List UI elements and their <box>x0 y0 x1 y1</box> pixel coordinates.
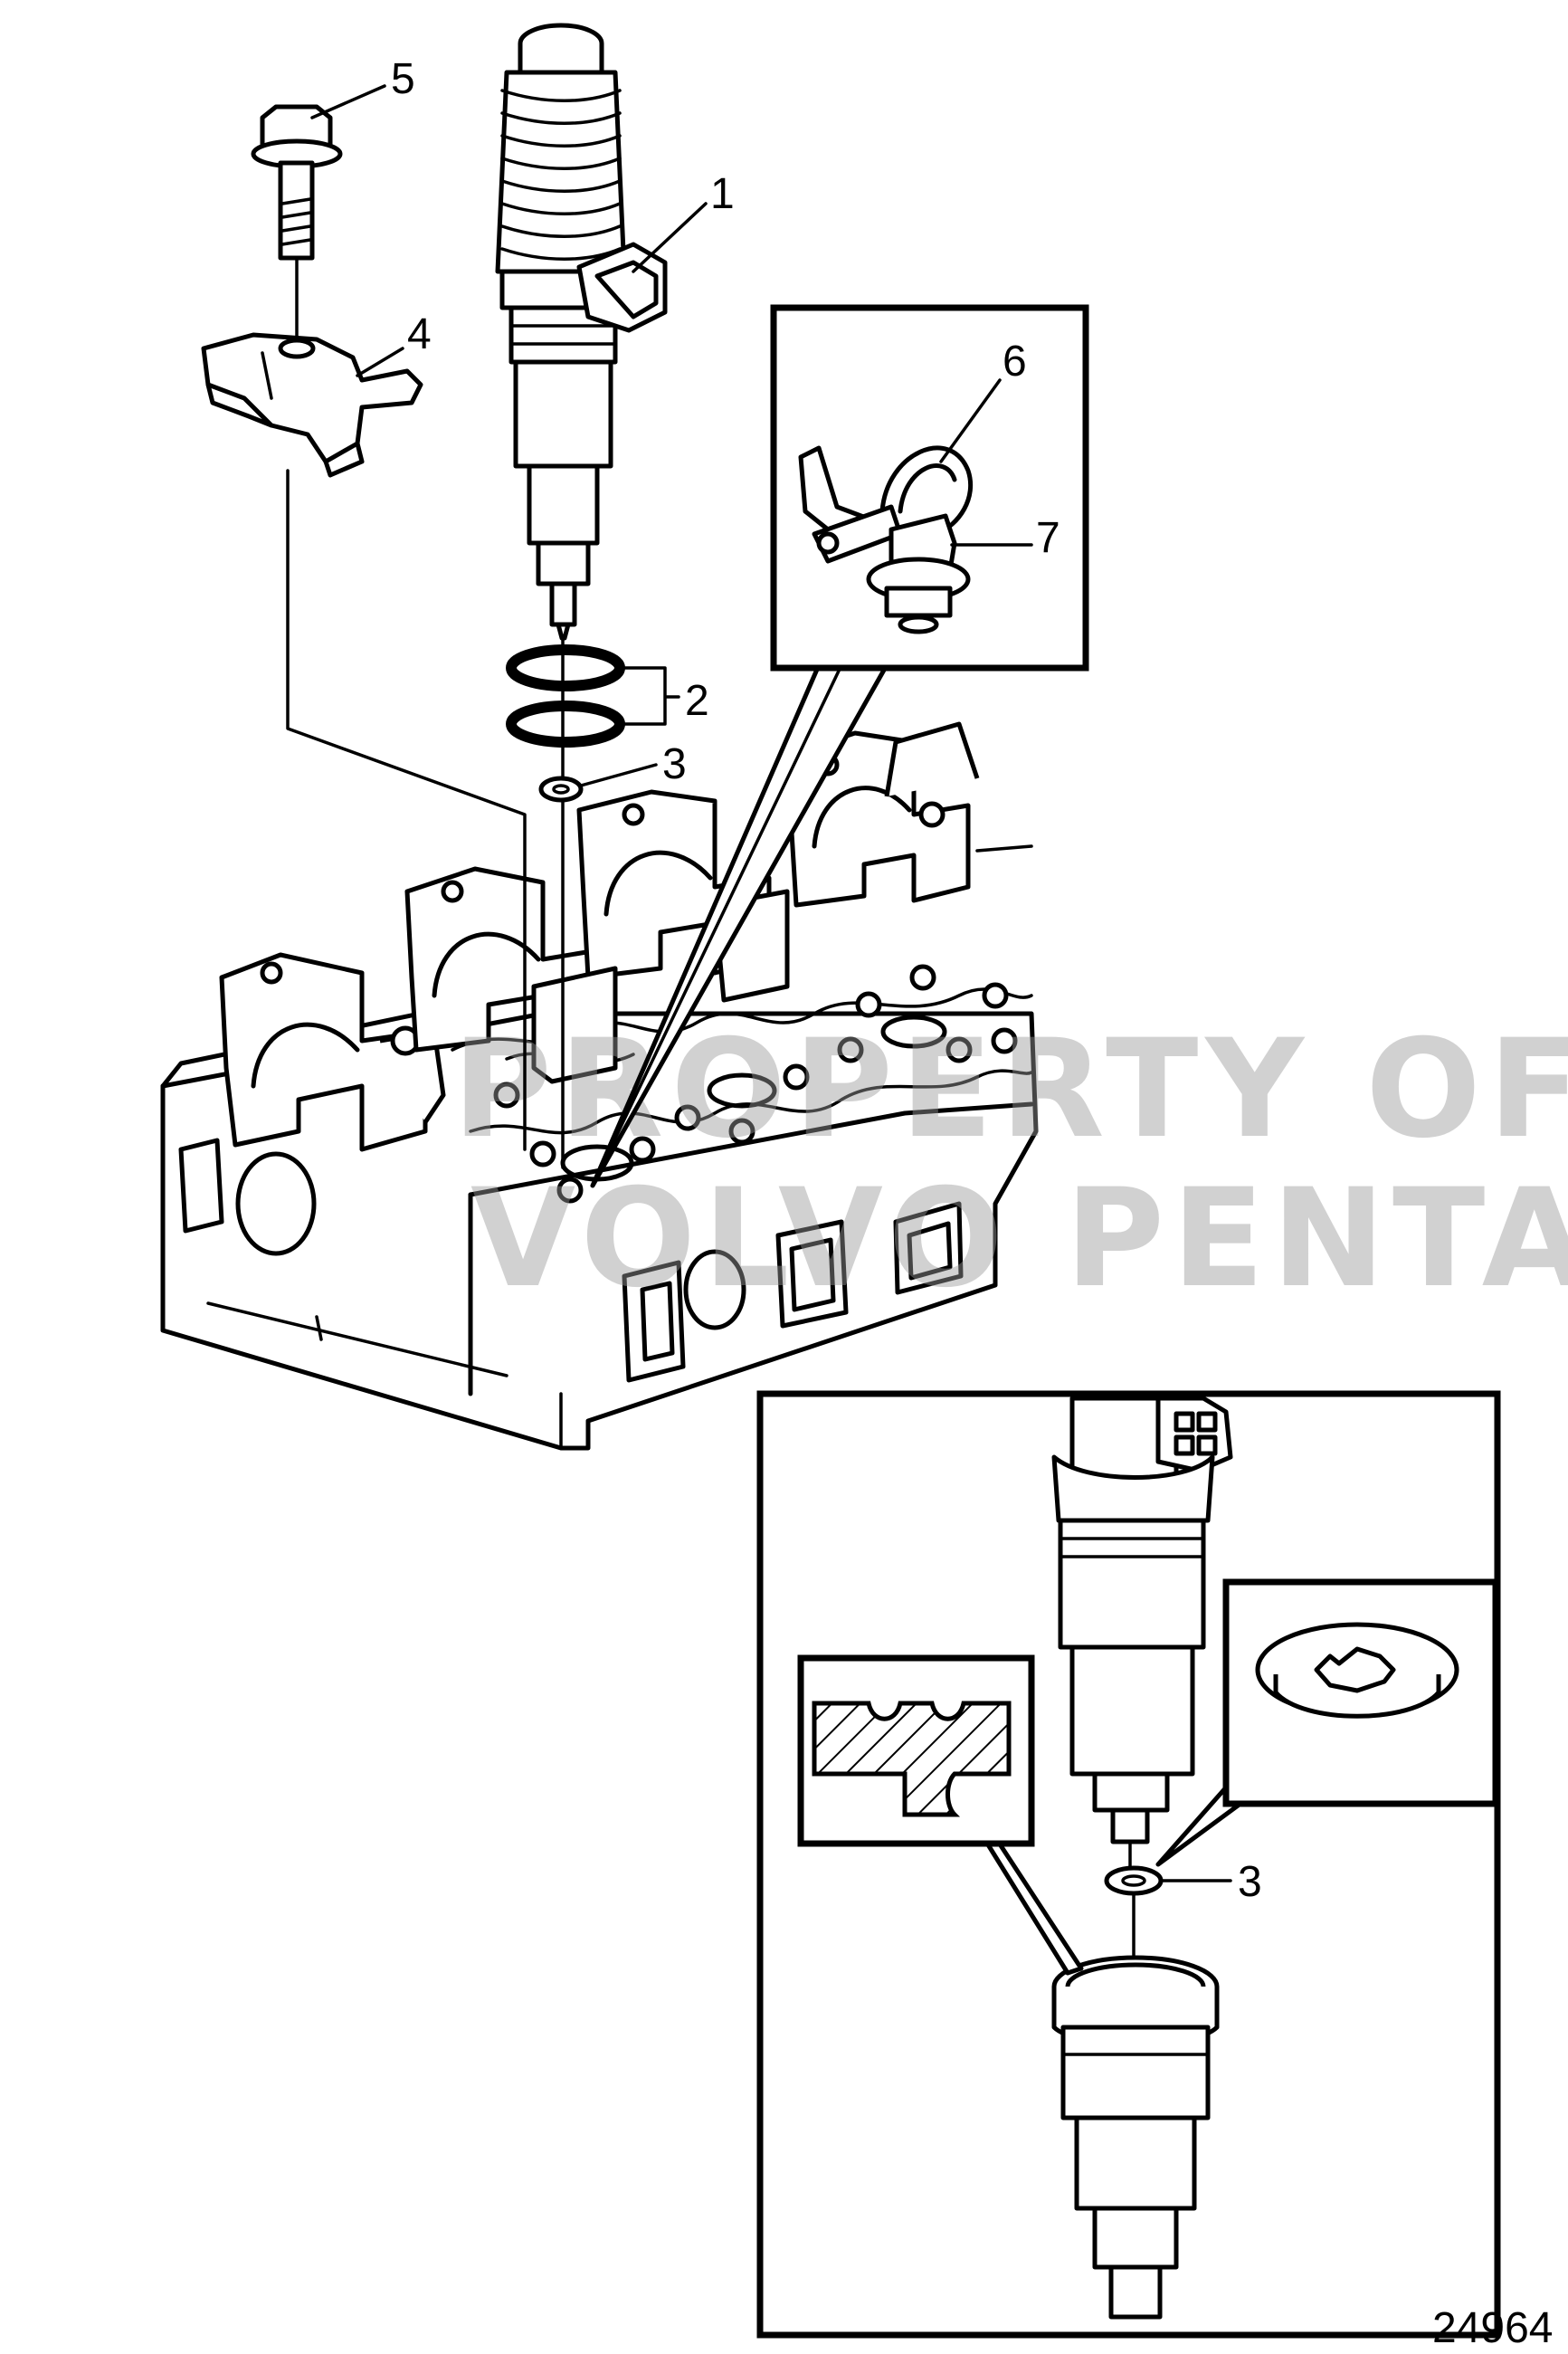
injector-clamp-part-4 <box>201 332 423 478</box>
callout-4: 4 <box>407 310 432 358</box>
callout-3: 3 <box>662 740 687 788</box>
stud-nuts <box>493 964 1018 1204</box>
detail-box-cable-clip <box>590 304 1089 1188</box>
callout-6: 6 <box>1003 338 1027 386</box>
detail-box-injector-sleeve <box>756 1390 1501 2339</box>
o-rings-part-2 <box>506 644 625 748</box>
watermark: PROPERTY OF VOLVO PENTA <box>452 1011 1568 1318</box>
callout-2: 2 <box>685 677 709 725</box>
flange-bolt-part-5 <box>251 104 343 338</box>
watermark-line-1: PROPERTY OF <box>452 1011 1568 1168</box>
clamp-assembly-line <box>286 469 527 1151</box>
watermark-line-2: VOLVO PENTA <box>470 1160 1568 1318</box>
drawing-number: 24964 <box>1432 2304 1553 2352</box>
unit-injector-part-1 <box>495 23 668 798</box>
callout-labels: 1 2 3 4 5 6 7 3 <box>391 55 1262 1906</box>
callout-7: 7 <box>1036 514 1060 562</box>
callout-5: 5 <box>391 55 415 103</box>
callout-leaders <box>310 84 1232 1882</box>
copper-washer-part-3 <box>538 776 584 803</box>
callout-3-detail: 3 <box>1238 1858 1262 1906</box>
callout-1: 1 <box>710 170 735 218</box>
